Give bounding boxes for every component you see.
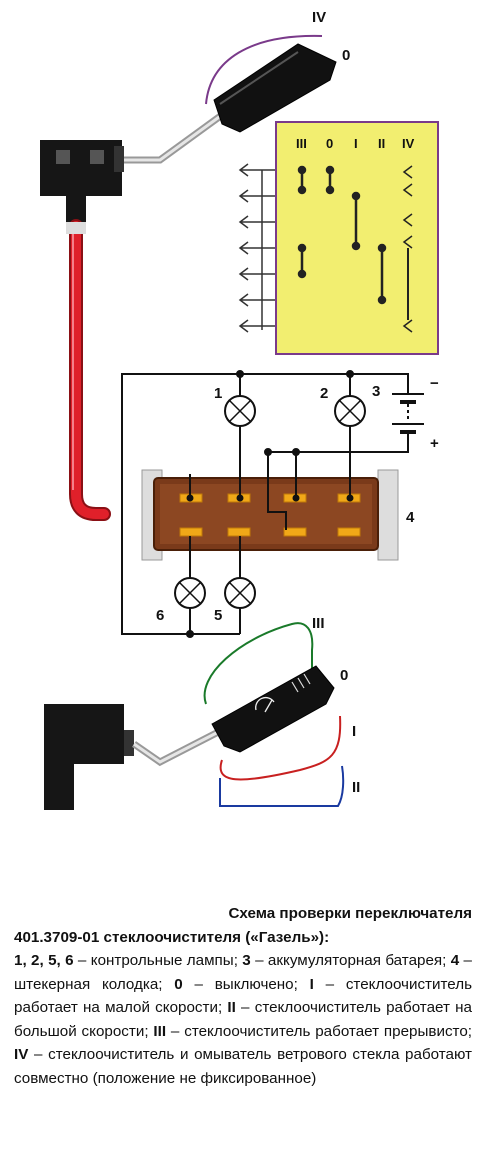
caption-key-high: II — [227, 999, 236, 1016]
battery-label: 3 — [372, 383, 380, 400]
caption-text-connector: – штекерная колодка; — [14, 952, 473, 993]
table-header-II: II — [378, 136, 385, 151]
position-I-arc — [219, 715, 342, 781]
position-I-label: I — [352, 723, 356, 740]
bottom-lever-knob — [211, 665, 335, 753]
caption-key-washer: IV — [14, 1046, 29, 1063]
connector-block: 4 — [141, 469, 415, 561]
wiring-diagram: IV 0 III 0 I II IV — [40, 9, 439, 810]
connector-label: 4 — [406, 509, 415, 526]
caption-title-line2: 401.3709-01 стеклоочистителя («Газель»): — [14, 928, 330, 946]
figure-caption: Схема проверки переключателя 401.3709-01… — [14, 902, 472, 1090]
lamp-5: 5 — [214, 577, 256, 624]
caption-key-battery: 3 — [242, 952, 251, 969]
table-header-I: I — [354, 136, 358, 151]
bottom-switch-assembly: III 0 I II — [44, 615, 360, 810]
caption-text-high: – стеклоочиститель работает на большой с… — [14, 999, 472, 1040]
table-header-III: III — [296, 136, 307, 151]
caption-title-line1: Схема проверки переключателя — [228, 905, 472, 922]
caption-body: 1, 2, 5, 6 – контрольные лампы; 3 – акку… — [14, 949, 472, 1090]
caption-text-washer: – стеклоочиститель и омыватель ветрового… — [14, 1046, 472, 1087]
position-II-label: II — [352, 779, 360, 796]
lamp-1: 1 — [214, 385, 256, 427]
battery: 3 − + — [372, 375, 439, 452]
lamp-5-label: 5 — [214, 607, 222, 624]
position-IV-label: IV — [312, 9, 326, 26]
position-0-label-bottom: 0 — [340, 667, 348, 684]
wiper-symbol-icon — [255, 696, 275, 713]
position-II-arc — [219, 765, 345, 807]
table-header-IV: IV — [402, 136, 415, 151]
lamp-2: 2 — [320, 385, 366, 427]
battery-plus-sign: + — [430, 435, 439, 452]
caption-key-off: 0 — [174, 975, 183, 993]
bottom-switch-body — [44, 704, 134, 810]
connector-wires — [186, 370, 354, 638]
caption-key-lamps: 1, 2, 5, 6 — [14, 952, 74, 969]
lamp-2-label: 2 — [320, 385, 328, 402]
position-III-label: III — [312, 615, 325, 632]
top-lever-knob — [213, 43, 337, 133]
lamp-6: 6 — [156, 577, 206, 624]
top-switch-assembly: IV 0 — [40, 9, 350, 521]
position-IV-arc — [205, 34, 323, 105]
caption-text-low: – стеклоочиститель работает на малой ско… — [14, 975, 472, 1017]
position-0-label: 0 — [342, 47, 350, 64]
output-arrows — [238, 163, 280, 333]
top-lever-stalk — [122, 109, 229, 164]
caption-key-intermittent: III — [153, 1022, 167, 1040]
IV-contact-triangles — [402, 165, 413, 333]
caption-text-battery: – аккумуляторная батарея; — [250, 952, 451, 969]
switch-position-table: III 0 I II IV — [238, 121, 439, 355]
caption-text-off: – выключено; — [182, 975, 310, 993]
table-header-0: 0 — [326, 136, 333, 151]
caption-text-lamps: – контрольные лампы; — [73, 952, 243, 969]
top-switch-body — [40, 140, 124, 226]
lamp-1-label: 1 — [214, 385, 222, 402]
battery-minus-sign: − — [430, 375, 439, 392]
caption-key-low: I — [309, 975, 314, 993]
caption-key-connector: 4 — [450, 952, 460, 969]
caption-text-intermittent: – стеклоочиститель работает прерывисто; — [166, 1022, 472, 1040]
knob-grip-lines — [291, 673, 311, 693]
position-III-arc — [203, 622, 314, 705]
lamp-6-label: 6 — [156, 607, 164, 624]
contact-bars — [297, 165, 387, 305]
